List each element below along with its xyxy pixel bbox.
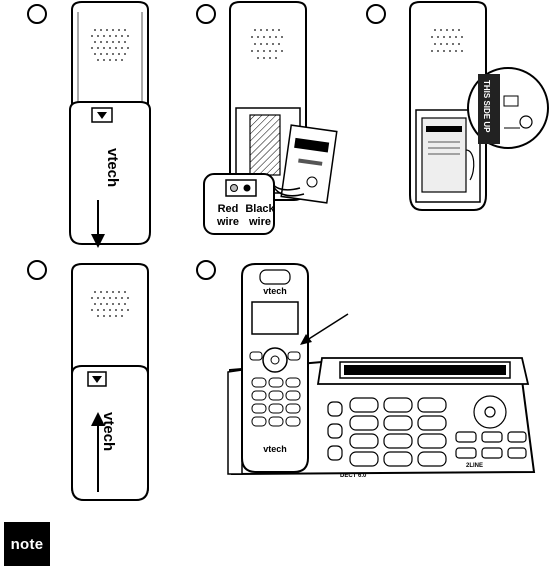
arrow-down-icon bbox=[91, 200, 105, 248]
battery-installed-illustration: THIS SIDE UP bbox=[409, 1, 549, 211]
handset-brand-logo-2: vtech bbox=[100, 412, 117, 451]
handset-bottom-brand: vtech bbox=[263, 444, 287, 454]
base-model-label: DECT 6.0 bbox=[340, 473, 367, 479]
step-marker-5 bbox=[196, 260, 216, 280]
step-marker-2 bbox=[196, 4, 216, 24]
handset-in-base-illustration: DECT 6.0 2LINE vtech vtech bbox=[227, 263, 536, 479]
this-side-up-label: THIS SIDE UP bbox=[482, 80, 491, 133]
red-wire-label: Red wire bbox=[216, 203, 239, 228]
arrow-up-icon bbox=[91, 412, 105, 492]
step-marker-3 bbox=[366, 4, 386, 24]
handset-screen-brand: vtech bbox=[263, 286, 287, 296]
step-marker-1 bbox=[27, 4, 47, 24]
step-marker-4 bbox=[27, 260, 47, 280]
note-badge: note bbox=[4, 522, 50, 566]
base-line-label: 2LINE bbox=[466, 463, 483, 469]
battery-connector-illustration bbox=[203, 1, 338, 235]
black-wire-label: Black wire bbox=[245, 203, 275, 228]
handset-cover-removal-illustration: vtech bbox=[69, 1, 151, 245]
handset-brand-logo: vtech bbox=[104, 148, 121, 187]
handset-cover-replace-illustration: vtech bbox=[71, 263, 149, 501]
